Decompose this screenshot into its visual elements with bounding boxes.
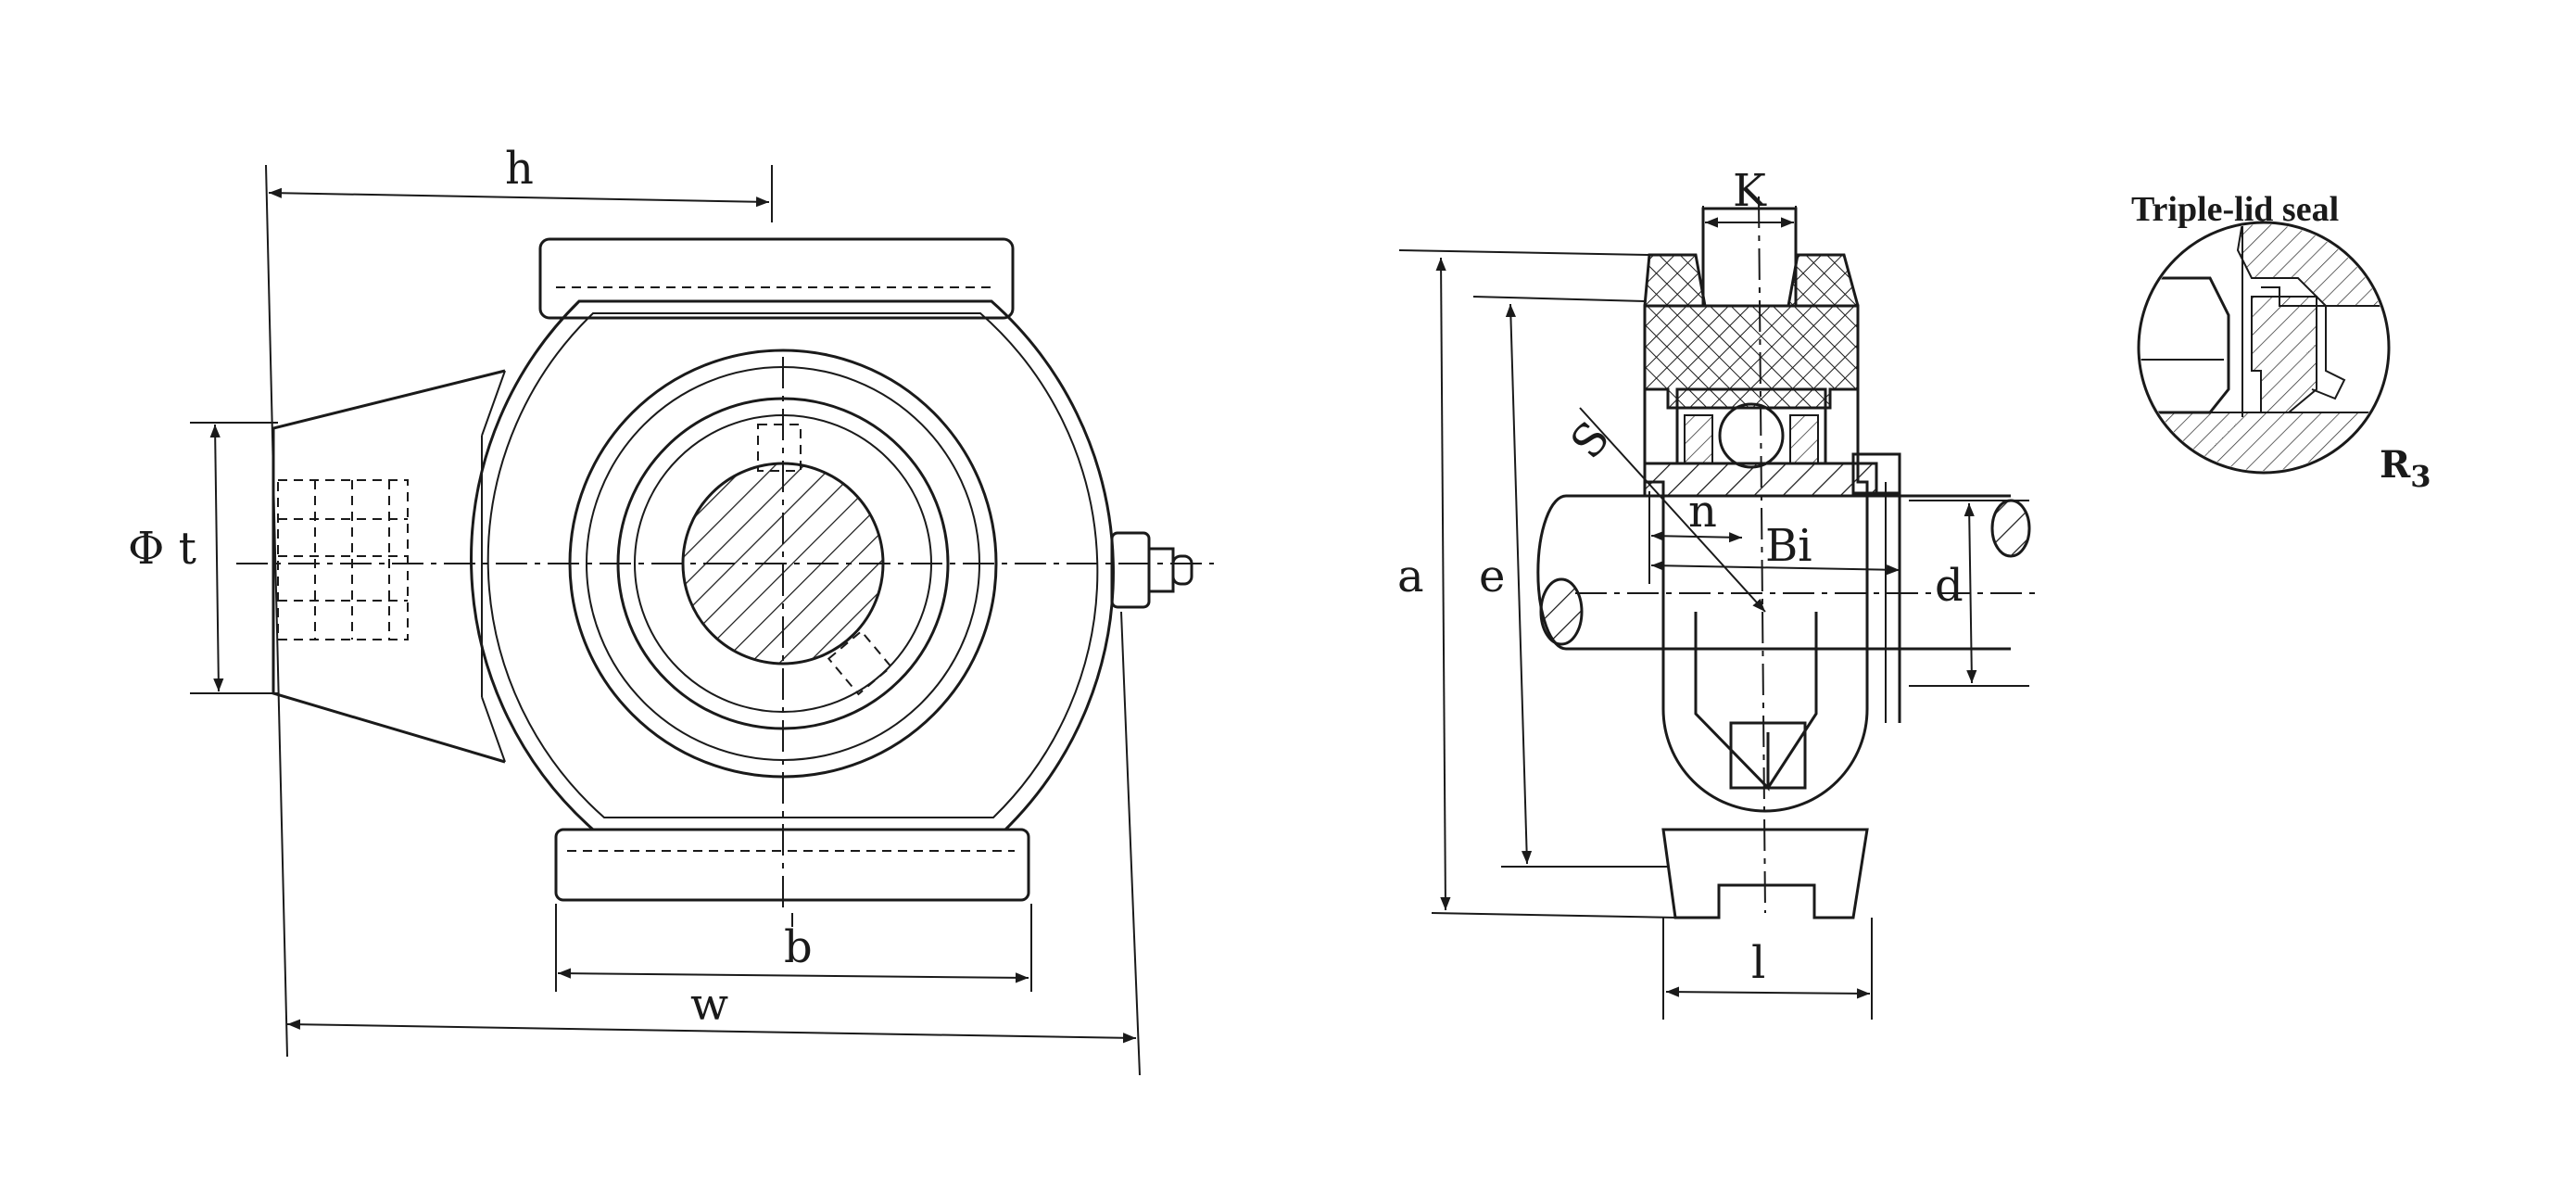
ext-e-top — [1472, 296, 1646, 302]
seal-detail-housing — [2236, 224, 2387, 307]
label-w: w — [690, 979, 728, 1031]
seal-detail-lips — [2251, 296, 2317, 413]
ext-a-bottom — [1431, 912, 1678, 919]
seal-detail-title: Triple-lid seal — [2131, 190, 2339, 229]
label-l: l — [1751, 937, 1765, 989]
ext-a-top — [1398, 249, 1650, 256]
neck-step-lower — [481, 696, 506, 763]
neck-step — [481, 370, 506, 437]
ext-left — [265, 164, 288, 1058]
seal-detail-ref-main: R — [2380, 443, 2411, 487]
bearing-ball — [1718, 402, 1785, 469]
label-b: b — [784, 921, 813, 973]
dim-e — [1505, 303, 1533, 865]
set-screw-top — [757, 424, 802, 472]
seal-detail-lip-contour — [2261, 286, 2346, 400]
threaded-bore-hidden — [277, 479, 409, 640]
label-e: e — [1479, 551, 1505, 602]
dim-s-line — [1579, 407, 1766, 613]
label-phi-t: Φ t — [128, 523, 196, 575]
seal-detail-ref: R3 — [2380, 443, 2431, 494]
seal-right — [1789, 414, 1819, 464]
housing-bottom-bar — [554, 828, 1030, 902]
label-S: S — [1560, 412, 1620, 468]
grease-nipple — [1110, 531, 1193, 609]
housing-neck — [271, 369, 506, 764]
label-h: h — [505, 143, 534, 195]
side-base — [1661, 828, 1869, 919]
side-housing-lower-2 — [1766, 612, 1818, 789]
housing-section-crosshatch — [1643, 253, 1860, 410]
set-screw-side — [1851, 452, 1901, 495]
seal-detail-outer-ring — [2140, 276, 2230, 414]
label-n: n — [1688, 486, 1717, 538]
housing-body-inner-outline — [486, 312, 1099, 818]
shaft-end-left — [1539, 577, 1584, 646]
seal-detail-ref-sub: 3 — [2410, 459, 2431, 494]
seal-left — [1684, 414, 1713, 464]
label-a: a — [1397, 551, 1424, 602]
side-housing-outline — [1643, 304, 1869, 813]
grease-slot — [1729, 721, 1807, 790]
label-d: d — [1935, 560, 1964, 612]
front-view: h Φ t b w — [128, 143, 1214, 1076]
set-screw-bottom — [827, 629, 893, 696]
housing-top-bar — [538, 237, 1015, 320]
dim-Bi — [1650, 560, 1900, 576]
dim-phi-t — [209, 424, 224, 692]
dim-a — [1435, 257, 1451, 911]
dim-n — [1650, 530, 1743, 543]
label-Bi: Bi — [1765, 520, 1812, 572]
dim-w — [286, 1019, 1137, 1044]
shaft-end-right — [1990, 499, 2031, 558]
ext-right — [1120, 611, 1141, 1076]
dim-h — [268, 187, 770, 208]
dim-d — [1964, 502, 1977, 684]
seal-detail-shaft — [2140, 412, 2387, 471]
side-v-centerline — [1758, 196, 1766, 914]
label-K: K — [1733, 165, 1767, 217]
seal-detail: Triple-lid seal R3 — [2131, 190, 2431, 494]
side-view: K a e S n Bi d l — [1397, 165, 2039, 1020]
dim-b — [557, 968, 1029, 983]
dim-l — [1665, 986, 1871, 999]
seal-detail-circle — [2137, 221, 2391, 475]
